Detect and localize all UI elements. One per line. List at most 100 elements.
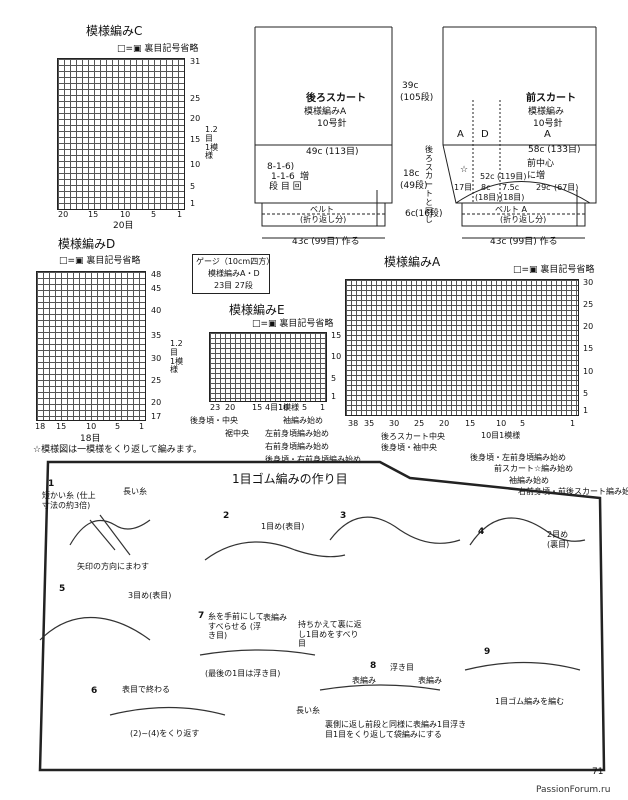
chart-e-callout: 右前身頃編み始め [265, 442, 329, 451]
chart-a-title: 模様編みA [384, 255, 441, 269]
back-skirt-belt-rows: (16段) [415, 209, 443, 219]
tick: 35 [364, 419, 375, 428]
front-sub: (18目) [500, 193, 525, 202]
tick: 35 [151, 331, 162, 340]
step-text: 表編み [418, 676, 442, 685]
front-skirt-fold: (折り返し分) [500, 215, 547, 224]
front-skirt-mid: 前中心 [527, 159, 555, 169]
back-skirt-rows: (105段) [400, 93, 434, 103]
side-note: 後ろスカートと同じ [425, 145, 433, 225]
tick: 20 [190, 114, 201, 123]
tick: 10 [331, 352, 342, 361]
step-text: 1目め(表目) [261, 522, 305, 531]
tick: 15 [583, 344, 594, 353]
tick: 10 [496, 419, 507, 428]
chart-c-grid [57, 58, 185, 210]
step-number: 8 [370, 661, 377, 671]
back-skirt-pattern: 模様編みA [304, 107, 347, 117]
chart-e-repeat: 4目1模様 [265, 403, 300, 412]
cast-on-title: 1目ゴム編みの作り目 [232, 472, 348, 486]
gauge-title: ゲージ（10cm四方） [196, 257, 275, 266]
back-skirt-belt-height: 6c [405, 209, 416, 219]
front-label: A [457, 129, 464, 140]
step-number: 3 [340, 511, 347, 521]
chart-d-title: 模様編みD [58, 237, 116, 251]
chart-d-repeat: 1.2目 1模様 [170, 339, 184, 375]
tick: 1 [570, 419, 576, 428]
chart-e-callout: 左前身頃編み始め [265, 429, 329, 438]
tick: 5 [331, 374, 337, 383]
back-skirt-inc2: 1-1-6 [271, 172, 295, 182]
tick: 15 [190, 135, 201, 144]
gauge-line1: 模様編みA・D [208, 269, 260, 278]
tick: 17 [151, 412, 162, 421]
back-skirt-dan: 段 目 回 [269, 182, 302, 192]
tick: 20 [58, 210, 69, 219]
gauge-box [192, 254, 270, 294]
back-skirt-fold: (折り返し分) [300, 215, 347, 224]
step-text: 長い糸 [123, 487, 147, 496]
front-skirt-needle: 10号針 [533, 119, 563, 129]
front-label: D [481, 129, 489, 140]
step-text: 持ちかえて裏に返し1目めをすべり目 [298, 620, 362, 649]
chart-c-legend: □=▣ 裏目記号省略 [117, 44, 199, 54]
gauge-line2: 23目 27段 [214, 281, 253, 290]
step-text: 長い糸 [296, 706, 320, 715]
tick: 15 [56, 422, 67, 431]
chart-c-title: 模様編みC [86, 24, 143, 38]
step-number: 9 [484, 647, 491, 657]
chart-e-grid [209, 332, 327, 402]
tick: 10 [278, 403, 289, 412]
chart-c-width: 20目 [113, 221, 134, 231]
watermark-link[interactable]: PassionForum.ru [536, 785, 611, 795]
tick: 20 [225, 403, 236, 412]
chart-e-callout: 後身頃・中央 [190, 416, 238, 425]
step-text: 1目ゴム編みを編む [495, 697, 565, 706]
step-number: 7 [198, 611, 205, 621]
chart-a-callout: 後ろスカート中央 [381, 432, 445, 441]
chart-d-note: ☆模様図は一模様をくり返して編みます。 [33, 445, 202, 455]
front-sub: 7.5c [502, 183, 520, 192]
front-sub: (119目) [497, 172, 527, 181]
tick: 30 [389, 419, 400, 428]
step-number: 4 [478, 527, 485, 537]
step-text: 表目で終わる [122, 685, 170, 694]
step-number: 1 [48, 479, 55, 489]
back-skirt-inc3: 増 [300, 172, 310, 182]
chart-a-repeat: 10目1模様 [481, 431, 521, 440]
tick: 20 [583, 322, 594, 331]
tick: 25 [190, 94, 201, 103]
tick: 23 [210, 403, 221, 412]
tick: 1 [177, 210, 183, 219]
step-text: 矢印の方向にまわす [77, 562, 149, 571]
tick: 10 [190, 160, 201, 169]
front-skirt-pattern: 模様編み [528, 107, 565, 117]
tick: 15 [252, 403, 263, 412]
front-label: A [544, 129, 551, 140]
tick: 18 [35, 422, 46, 431]
step-text: 3目め(表目) [128, 591, 172, 600]
front-skirt-hem: 58c (133目) [528, 145, 581, 155]
step-text: 表編み [263, 613, 287, 622]
back-skirt-inc: 8-1-6) [267, 162, 295, 172]
tick: 30 [583, 278, 594, 287]
back-skirt-belt: ベルト [310, 205, 334, 214]
chart-a-callout: 袖編み始め [509, 476, 549, 485]
front-skirt-inc: に増 [527, 171, 546, 181]
tick: 5 [302, 403, 308, 412]
step-text: 糸を手前にしてすべらせる (浮き目) [208, 612, 264, 641]
back-skirt-needle: 10号針 [317, 119, 347, 129]
chart-d-width: 18目 [80, 434, 101, 444]
front-skirt-title: 前スカート [526, 93, 576, 104]
chart-a-callout: 右前身頃・前後スカート編み始め [518, 487, 628, 496]
chart-e-callout: 袖編み始め [283, 416, 323, 425]
tick: 10 [120, 210, 131, 219]
chart-e-title: 模様編みE [229, 303, 285, 317]
tick: 15 [331, 331, 342, 340]
tick: 20 [439, 419, 450, 428]
tick: 1 [583, 406, 589, 415]
back-skirt-side: 18c [403, 169, 420, 179]
tick: 10 [86, 422, 97, 431]
tick: 1 [139, 422, 145, 431]
